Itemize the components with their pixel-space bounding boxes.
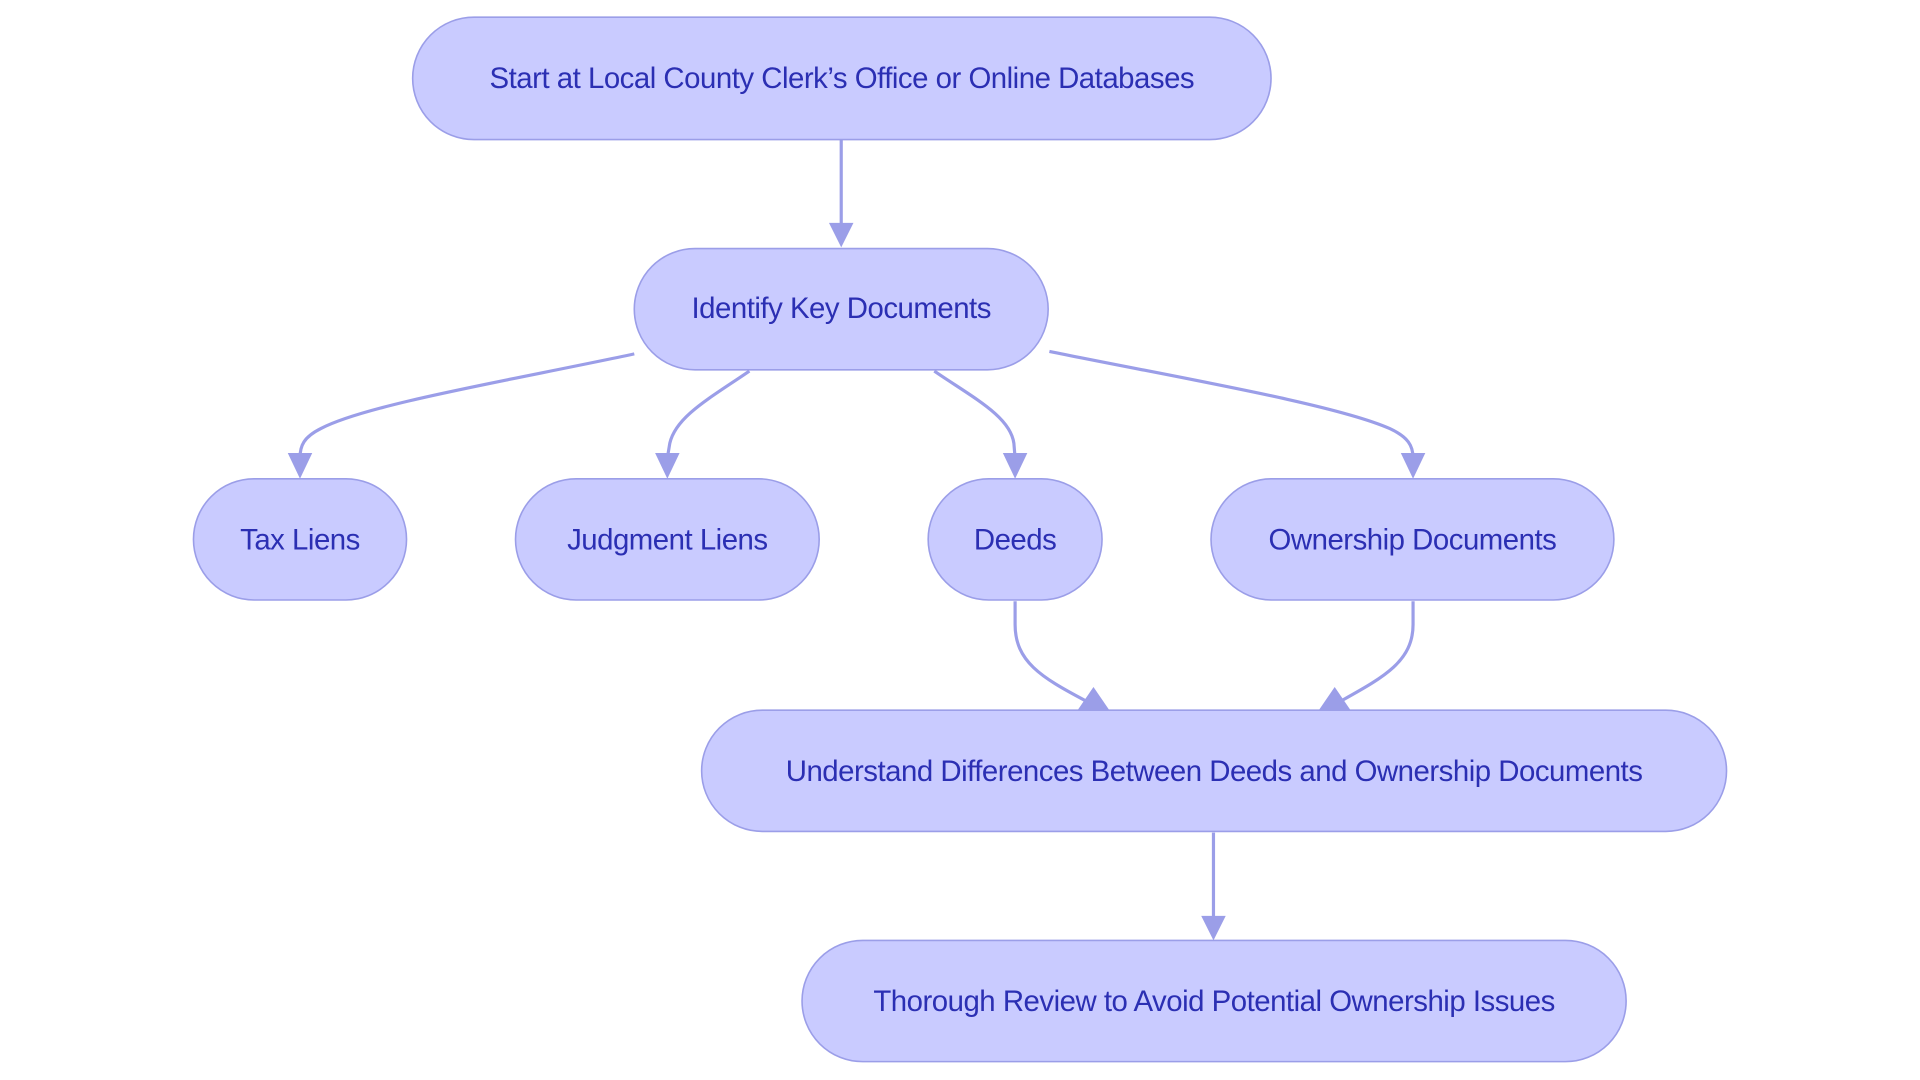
node-label: Thorough Review to Avoid Potential Owner…: [873, 985, 1555, 1018]
arrowhead-down-icon: [287, 453, 313, 479]
node-label: Judgment Liens: [567, 524, 768, 557]
arrowhead-down-icon: [1400, 453, 1426, 479]
node-shape: [411, 16, 1272, 141]
node-understand-differences[interactable]: Understand Differences Between Deeds and…: [700, 709, 1728, 833]
node-shape: [514, 477, 820, 601]
arrowhead-up-icon: [1077, 686, 1110, 711]
node-thorough-review[interactable]: Thorough Review to Avoid Potential Owner…: [801, 939, 1627, 1063]
edge-deeds-to-understand: [1013, 601, 1110, 711]
node-label: Tax Liens: [240, 524, 360, 557]
arrowhead-up-icon: [1318, 686, 1351, 711]
node-tax-liens[interactable]: Tax Liens: [192, 477, 408, 601]
arrowhead-down-icon: [1002, 453, 1028, 479]
edge-line: [1013, 601, 1086, 702]
node-label: Start at Local County Clerk’s Office or …: [490, 62, 1195, 95]
node-label: Identify Key Documents: [691, 292, 990, 325]
edge-line: [665, 369, 751, 459]
node-deeds[interactable]: Deeds: [927, 477, 1103, 601]
node-identify-key-documents[interactable]: Identify Key Documents: [633, 247, 1049, 371]
node-shape: [801, 939, 1627, 1063]
node-label: Ownership Documents: [1269, 524, 1557, 557]
node-judgment-liens[interactable]: Judgment Liens: [514, 477, 820, 601]
node-ownership-documents[interactable]: Ownership Documents: [1210, 477, 1615, 601]
edge-line: [298, 352, 635, 458]
edge-identify-to-judgment-liens: [655, 369, 751, 479]
edge-ownership-documents-to-understand: [1318, 601, 1415, 711]
edge-identify-to-tax-liens: [287, 352, 635, 479]
arrowhead-down-icon: [1201, 915, 1226, 941]
arrowhead-down-icon: [828, 222, 854, 248]
edge-understand-to-review: [1201, 832, 1226, 941]
edges: [287, 139, 1426, 941]
edge-line: [933, 369, 1017, 459]
node-shape: [700, 709, 1728, 833]
edge-identify-to-deeds: [933, 369, 1028, 479]
node-shape: [633, 247, 1049, 371]
node-label: Understand Differences Between Deeds and…: [786, 755, 1643, 788]
node-label: Deeds: [974, 524, 1056, 557]
edge-start-to-identify: [828, 139, 854, 248]
node-shape: [1210, 477, 1615, 601]
node-start[interactable]: Start at Local County Clerk’s Office or …: [411, 16, 1272, 141]
edge-line: [1341, 601, 1415, 702]
edge-line: [1049, 349, 1415, 459]
nodes: Start at Local County Clerk’s Office or …: [192, 16, 1728, 1063]
node-shape: [927, 477, 1103, 601]
arrowhead-down-icon: [655, 453, 680, 479]
node-shape: [192, 477, 408, 601]
edge-identify-to-ownership-documents: [1049, 349, 1426, 479]
